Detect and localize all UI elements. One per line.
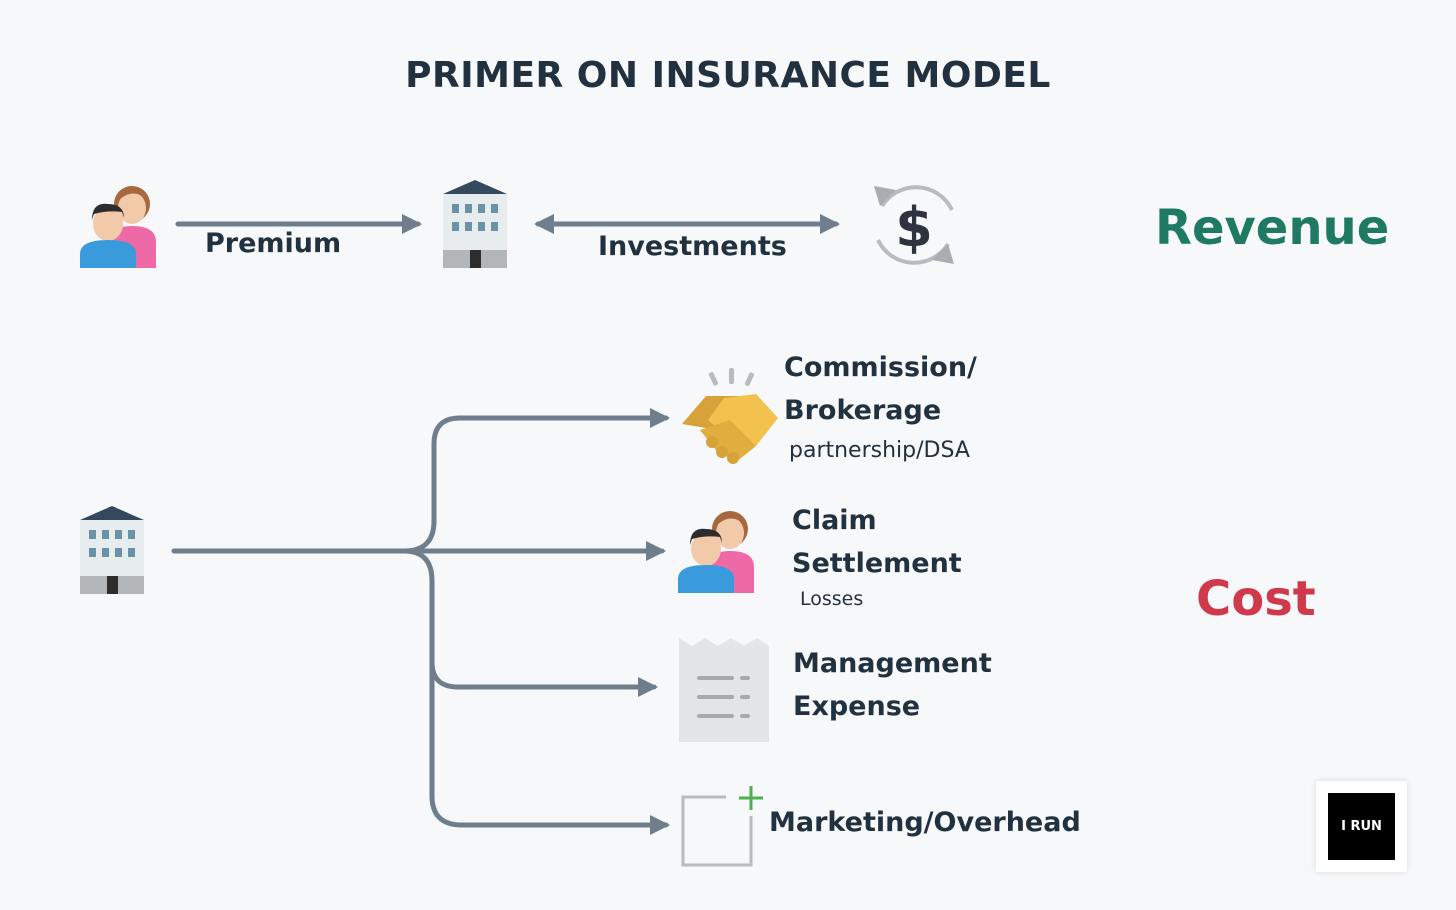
- claim-sublabel: Losses: [800, 588, 864, 610]
- management-label-line1: Management: [793, 648, 992, 679]
- dollar-cycle-icon: $: [874, 185, 954, 265]
- brand-logo: I RUN: [1328, 793, 1395, 860]
- logo-card: I RUN: [1316, 781, 1407, 872]
- claim-label-line1: Claim: [792, 505, 877, 536]
- claims-people-icon: [678, 511, 754, 593]
- cost-branch-lines: [171, 408, 670, 835]
- investments-label: Investments: [598, 231, 787, 262]
- claim-label-line2: Settlement: [792, 548, 962, 579]
- customers-people-icon: [80, 186, 156, 268]
- management-label-line2: Expense: [793, 691, 921, 722]
- insurer-building-icon-cost: [80, 506, 144, 594]
- commission-sublabel: partnership/DSA: [789, 438, 970, 463]
- premium-label: Premium: [205, 228, 342, 259]
- cost-label: Cost: [1196, 571, 1316, 627]
- handshake-icon: [682, 368, 778, 464]
- commission-label-line2: Brokerage: [784, 395, 942, 426]
- add-document-icon: [681, 786, 763, 867]
- insurer-building-icon: [443, 180, 507, 268]
- receipt-icon: [679, 638, 769, 742]
- commission-label-line1: Commission/: [784, 352, 977, 383]
- marketing-label: Marketing/Overhead: [769, 807, 1081, 838]
- svg-text:$: $: [895, 196, 933, 259]
- page-title: PRIMER ON INSURANCE MODEL: [405, 55, 1051, 96]
- revenue-label: Revenue: [1155, 200, 1390, 256]
